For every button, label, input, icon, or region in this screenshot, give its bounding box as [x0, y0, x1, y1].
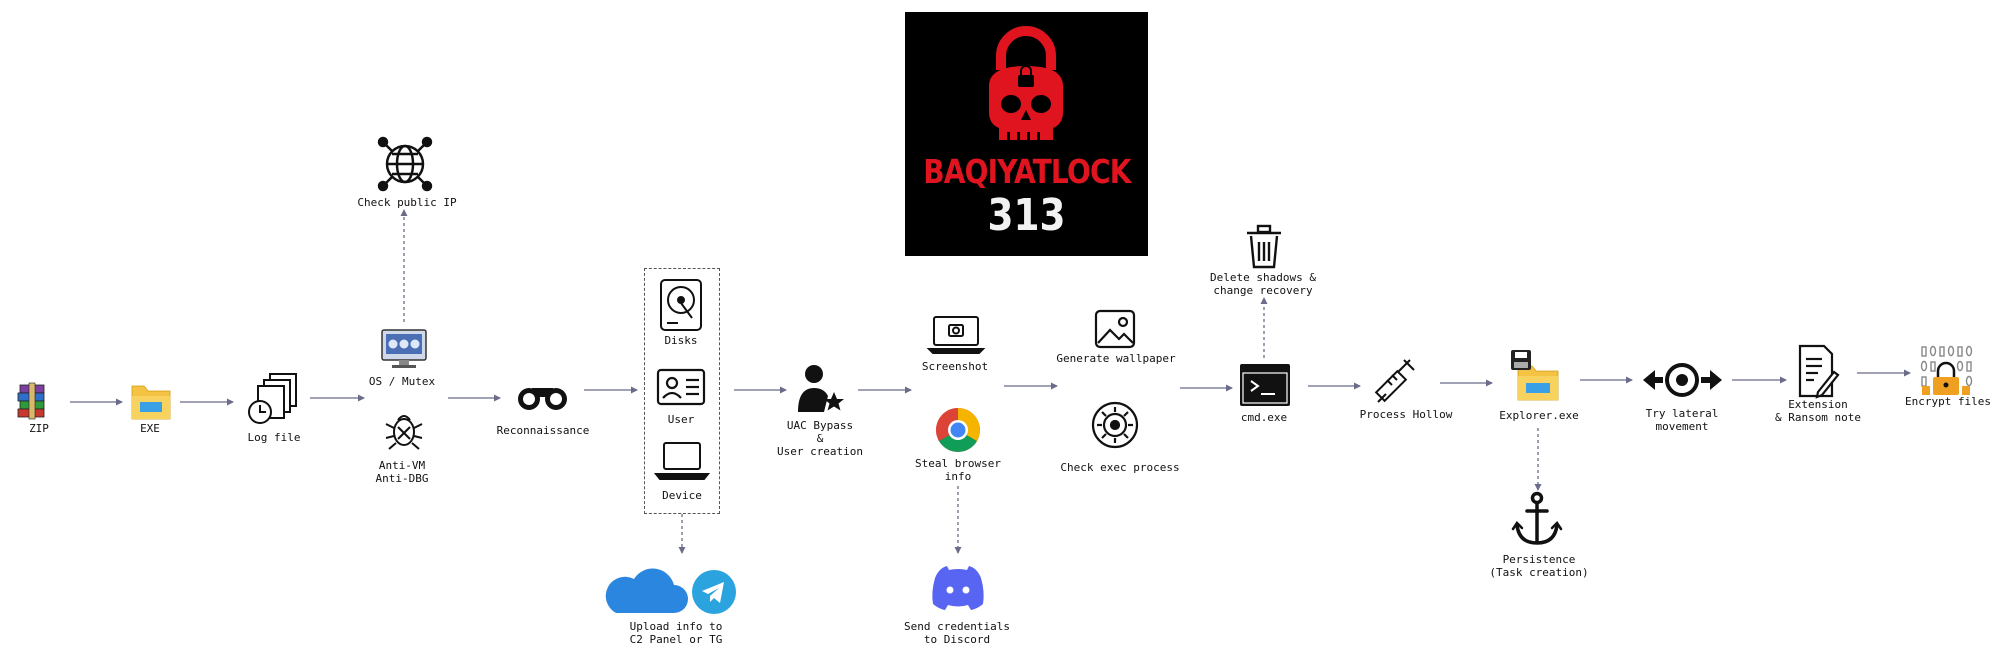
folder-save-icon: [1511, 350, 1559, 401]
telegram-icon: [692, 570, 736, 614]
label-explorer-exe: Explorer.exe: [1499, 409, 1579, 422]
discord-icon: [932, 566, 984, 610]
chrome-icon: [936, 408, 980, 452]
anchor-icon: [1511, 491, 1563, 545]
arrows-target-icon: [1643, 363, 1722, 397]
label-encrypt-files: Encrypt files: [1904, 395, 1992, 408]
bug-crossed-icon: [385, 415, 423, 450]
trash-icon: [1247, 224, 1281, 269]
label-ransom-note: Extension & Ransom note: [1774, 398, 1862, 424]
label-delete-shadows: Delete shadows & change recovery: [1210, 271, 1316, 297]
skull-padlock-icon: [989, 26, 1063, 140]
syringe-icon: [1374, 359, 1415, 403]
label-user: User: [667, 413, 695, 426]
label-uac-bypass: UAC Bypass & User creation: [776, 419, 864, 458]
label-screenshot: Screenshot: [921, 360, 989, 373]
label-log-file: Log file: [247, 431, 301, 444]
label-anti-vm: Anti-VM Anti-DBG: [375, 459, 429, 485]
label-os-mutex: OS / Mutex: [368, 375, 436, 388]
label-device: Device: [662, 489, 702, 502]
folder-icon: [131, 385, 171, 420]
logo-number: 313: [987, 190, 1066, 241]
log-file-clock-icon: [248, 373, 297, 424]
label-disks: Disks: [664, 334, 698, 347]
label-check-public-ip: Check public IP: [357, 196, 457, 209]
recon-data-group: [644, 268, 720, 514]
id-card-icon: [656, 368, 706, 406]
laptop-icon: [653, 442, 711, 480]
label-generate-wallpaper: Generate wallpaper: [1056, 352, 1176, 365]
winrar-books-icon: [17, 382, 45, 420]
laptop-camera-icon: [926, 316, 986, 354]
label-cmd-exe: cmd.exe: [1240, 411, 1288, 424]
label-zip: ZIP: [29, 422, 49, 435]
binary-lock-icon: [1920, 345, 1973, 395]
label-exe: EXE: [140, 422, 160, 435]
monitor-gauges-icon: [381, 329, 427, 368]
globe-network-icon: [377, 136, 433, 192]
logo-title: BAQIYATLOCK: [923, 152, 1131, 191]
label-send-credentials: Send credentials to Discord: [904, 620, 1010, 646]
document-pen-icon: [1798, 344, 1840, 399]
label-process-hollow: Process Hollow: [1359, 408, 1453, 421]
image-icon: [1094, 309, 1136, 349]
cloud-icon: [605, 568, 688, 613]
baqiyatlock-logo: BAQIYATLOCK 313: [905, 12, 1148, 256]
hard-disk-icon: [660, 279, 702, 331]
terminal-icon: [1240, 364, 1290, 406]
label-reconnaissance: Reconnaissance: [496, 424, 590, 437]
label-lateral-movement: Try lateral movement: [1645, 407, 1719, 433]
label-check-exec: Check exec process: [1060, 461, 1180, 474]
binoculars-icon: [518, 388, 567, 410]
label-upload-info: Upload info to C2 Panel or TG: [629, 620, 723, 646]
user-star-icon: [798, 365, 844, 412]
label-persistence: Persistence (Task creation): [1489, 553, 1589, 579]
label-steal-browser: Steal browser info: [914, 457, 1002, 483]
gear-cycle-icon: [1091, 401, 1139, 449]
